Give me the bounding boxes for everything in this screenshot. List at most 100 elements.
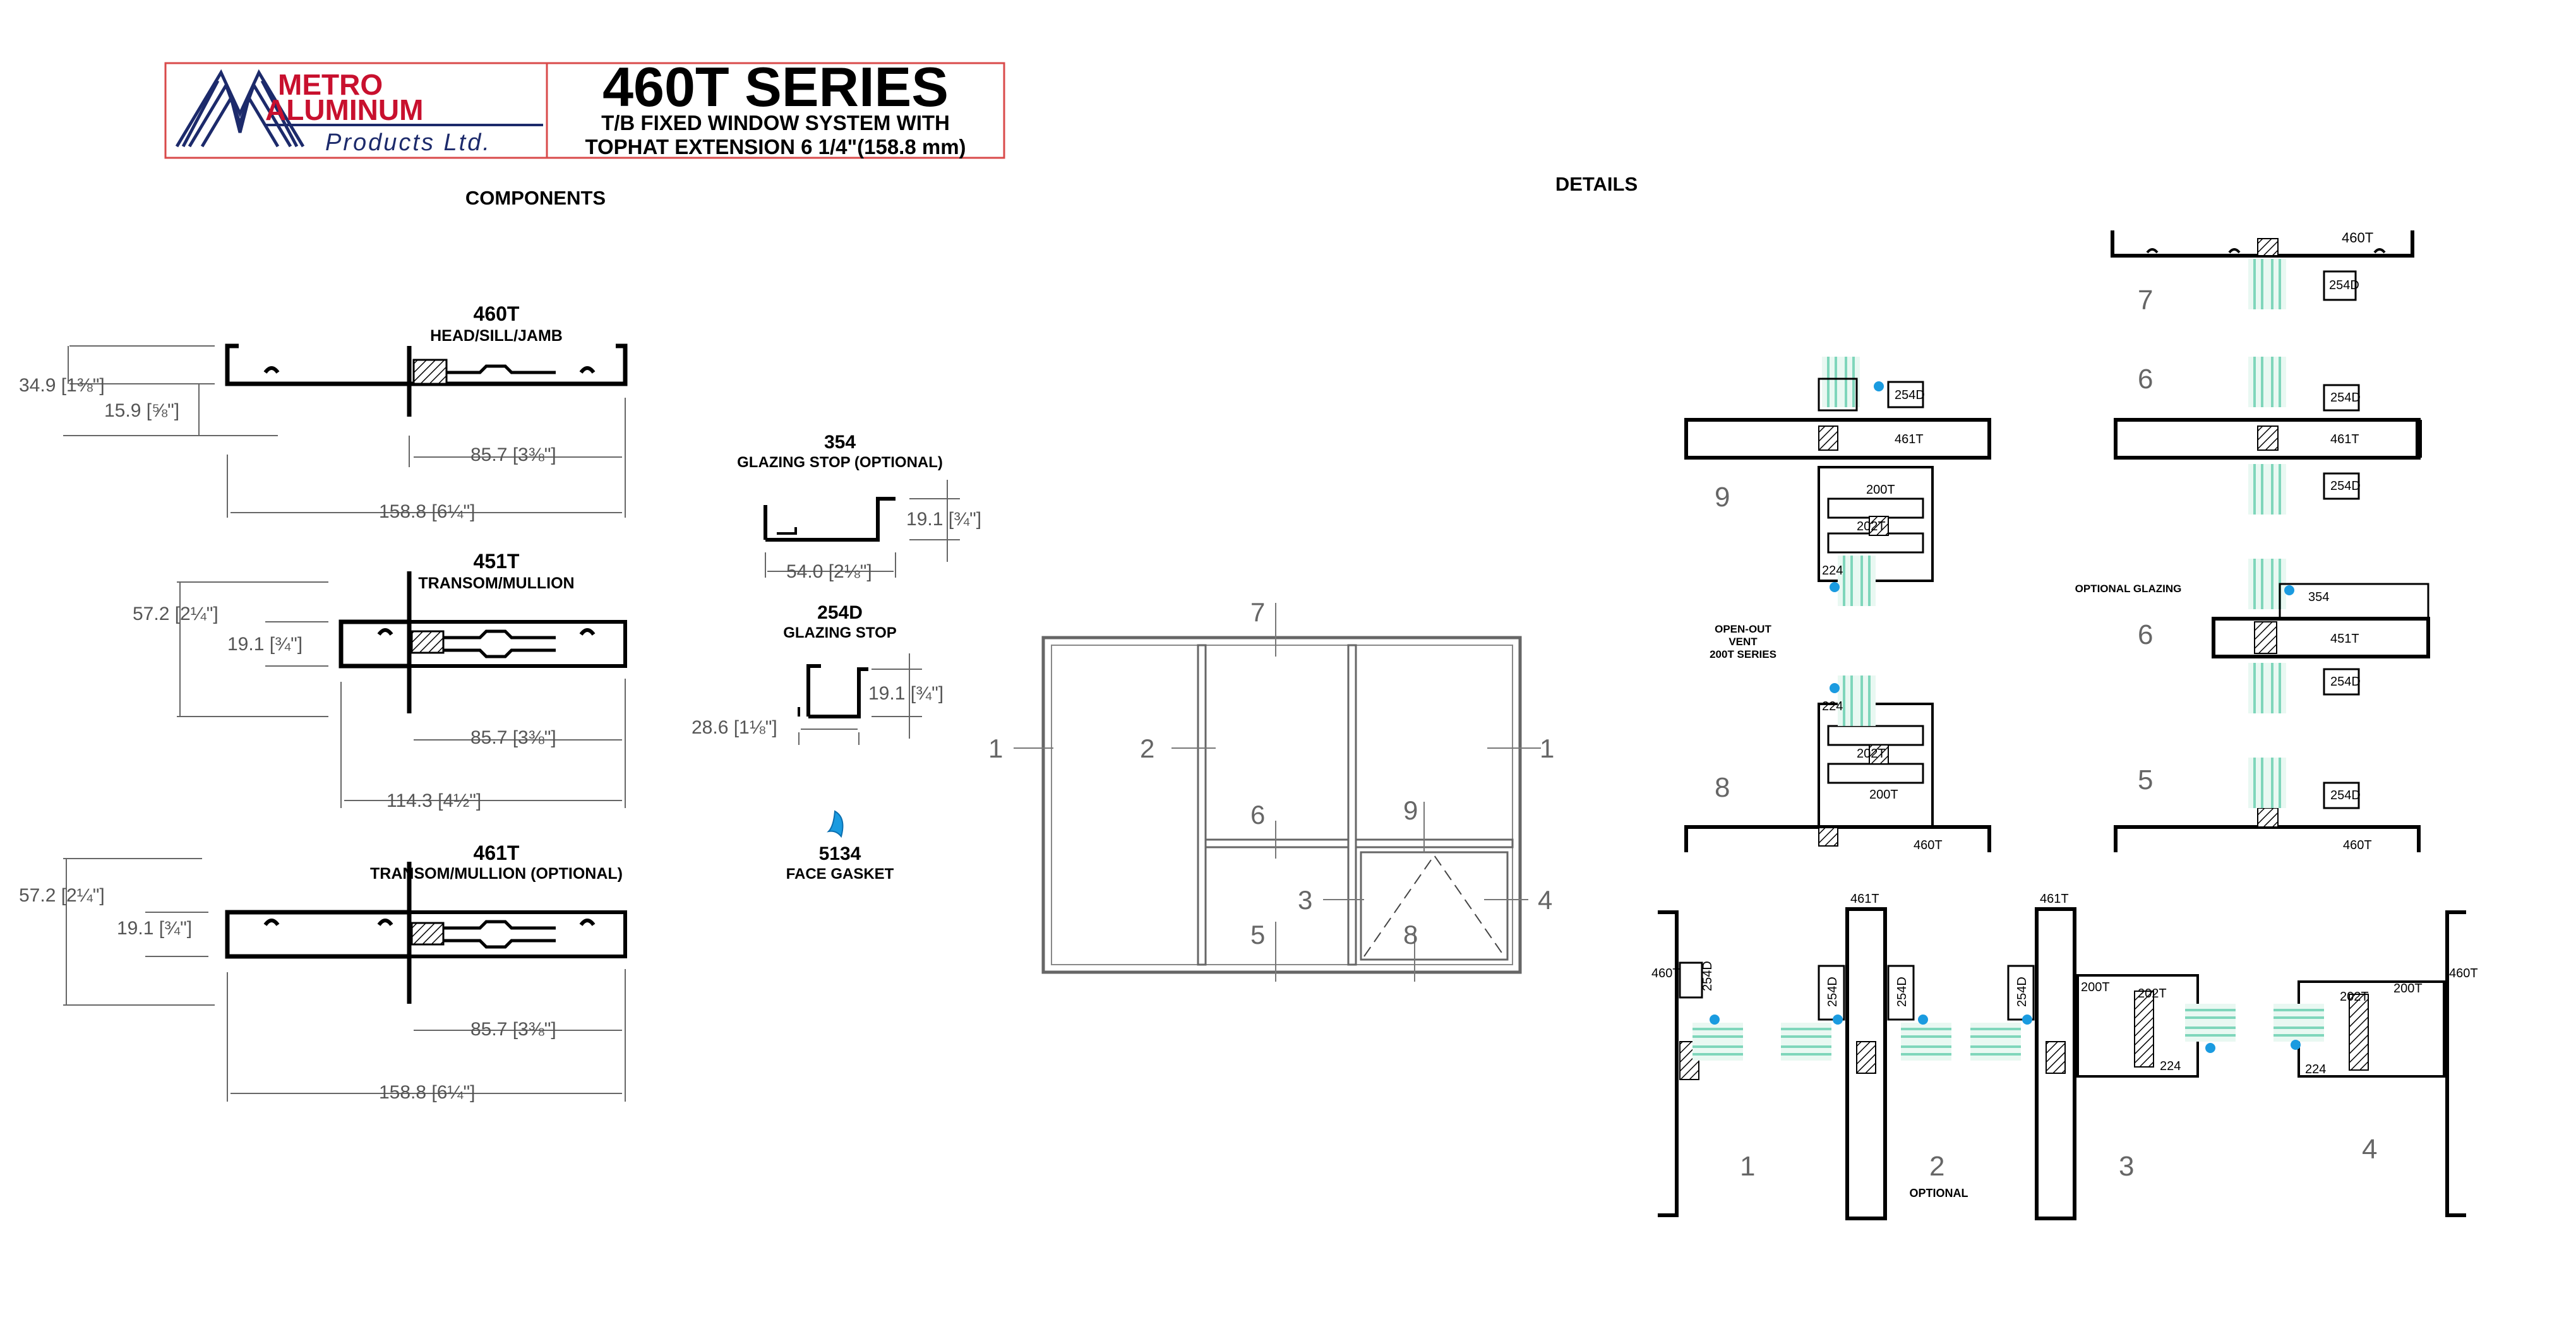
detail-5: 254D 460T 5 <box>2114 756 2421 852</box>
detail-4: 460T 200T 202T 224 4 <box>2272 910 2478 1217</box>
profile-254d: 254D GLAZING STOP 19.1 [¾"] 28.6 [1⅛"] <box>692 602 944 745</box>
detail-2: 461T 254D 254D 2 OPTIONAL <box>1780 892 1968 1220</box>
svg-text:202T: 202T <box>2340 990 2369 1004</box>
svg-text:4: 4 <box>1538 885 1552 915</box>
svg-text:2: 2 <box>1929 1151 1944 1182</box>
svg-text:460T: 460T <box>2342 230 2373 246</box>
profile-451t: 451T TRANSOM/MULLION 57.2 [2¼"] 19.1 [¾"… <box>133 550 627 811</box>
svg-text:200T: 200T <box>2393 982 2423 996</box>
svg-text:254D: 254D <box>1701 961 1715 991</box>
open-out-vent-note: OPEN-OUT VENT 200T SERIES <box>1710 623 1776 660</box>
svg-text:ALUMINUM: ALUMINUM <box>265 93 423 126</box>
detail-6-top: 254D 461T 254D 6 <box>2114 355 2422 516</box>
title-border <box>164 62 1005 159</box>
svg-text:9: 9 <box>1715 482 1730 513</box>
optional-glazing-note: OPTIONAL GLAZING <box>2075 583 2182 595</box>
svg-text:202T: 202T <box>1857 520 1886 533</box>
components-heading: COMPONENTS <box>465 187 606 209</box>
svg-text:54.0 [2⅛"]: 54.0 [2⅛"] <box>786 561 872 582</box>
profile-461t: 461T TRANSOM/MULLION (OPTIONAL) 57.2 [2¼… <box>19 842 627 1103</box>
svg-text:460T: 460T <box>474 302 520 325</box>
svg-text:461T: 461T <box>2330 432 2359 446</box>
svg-text:1: 1 <box>1740 1151 1755 1182</box>
svg-text:3: 3 <box>1298 885 1312 915</box>
subtitle-line-1: T/B FIXED WINDOW SYSTEM WITH <box>601 111 950 134</box>
svg-text:254D: 254D <box>1826 977 1840 1007</box>
svg-text:2: 2 <box>1140 734 1154 763</box>
svg-text:34.9 [1⅜"]: 34.9 [1⅜"] <box>19 375 105 396</box>
svg-text:6: 6 <box>2138 619 2153 650</box>
svg-text:460T: 460T <box>1914 838 1943 852</box>
svg-text:224: 224 <box>1822 564 1843 578</box>
svg-text:OPEN-OUT: OPEN-OUT <box>1715 623 1771 635</box>
metro-logo: METRO ALUMINUM Products Ltd. <box>175 68 543 156</box>
svg-text:Products Ltd.: Products Ltd. <box>325 129 491 156</box>
svg-text:254D: 254D <box>2015 977 2029 1007</box>
svg-text:5: 5 <box>2138 765 2153 795</box>
svg-text:224: 224 <box>2305 1062 2326 1076</box>
svg-text:200T: 200T <box>1869 788 1898 802</box>
svg-text:9: 9 <box>1403 795 1418 825</box>
svg-text:461T: 461T <box>2040 892 2069 906</box>
svg-text:TRANSOM/MULLION: TRANSOM/MULLION <box>418 574 574 592</box>
svg-text:6: 6 <box>1250 800 1265 830</box>
svg-text:GLAZING STOP: GLAZING STOP <box>783 624 897 641</box>
subtitle-line-2: TOPHAT EXTENSION 6 1/4"(158.8 mm) <box>585 135 966 158</box>
svg-text:114.3 [4½"]: 114.3 [4½"] <box>386 790 481 811</box>
svg-text:85.7 [3⅜"]: 85.7 [3⅜"] <box>470 727 556 748</box>
svg-text:224: 224 <box>2160 1059 2181 1073</box>
detail-9: 254D 461T 200T 202T 224 9 <box>1684 355 1991 607</box>
svg-text:4: 4 <box>2362 1134 2377 1165</box>
svg-text:8: 8 <box>1715 772 1730 803</box>
svg-text:158.8 [6¼"]: 158.8 [6¼"] <box>379 501 475 522</box>
svg-text:5: 5 <box>1250 920 1265 949</box>
svg-text:461T: 461T <box>1850 892 1879 906</box>
svg-text:VENT: VENT <box>1728 636 1758 648</box>
svg-text:200T: 200T <box>1866 483 1895 497</box>
svg-text:460T: 460T <box>2343 838 2372 852</box>
svg-text:6: 6 <box>2138 364 2153 395</box>
svg-text:19.1 [¾"]: 19.1 [¾"] <box>117 918 192 939</box>
svg-text:254D: 254D <box>2330 675 2361 689</box>
series-title: 460T SERIES <box>602 56 949 118</box>
profile-5134: 5134 FACE GASKET <box>786 810 894 883</box>
face-gasket-icon <box>827 810 844 838</box>
details-heading: DETAILS <box>1555 173 1638 195</box>
profile-354: 354 GLAZING STOP (OPTIONAL) 19.1 [¾"] 54… <box>737 432 981 582</box>
svg-text:354: 354 <box>2308 590 2329 604</box>
title-block: METRO ALUMINUM Products Ltd. 460T SERIES… <box>164 56 1005 159</box>
svg-text:TRANSOM/MULLION (OPTIONAL): TRANSOM/MULLION (OPTIONAL) <box>370 865 623 883</box>
svg-text:3: 3 <box>2119 1151 2134 1182</box>
detail-3: 461T 254D 200T 202T 224 3 <box>1969 892 2237 1220</box>
svg-text:354: 354 <box>824 432 856 453</box>
svg-text:7: 7 <box>1250 597 1265 627</box>
svg-text:254D: 254D <box>817 602 863 623</box>
svg-text:1: 1 <box>1540 734 1554 763</box>
svg-text:19.1 [¾"]: 19.1 [¾"] <box>227 634 303 655</box>
svg-text:85.7 [3⅜"]: 85.7 [3⅜"] <box>470 1019 556 1040</box>
svg-text:254D: 254D <box>2330 479 2361 493</box>
svg-text:254D: 254D <box>2330 788 2361 802</box>
svg-text:202T: 202T <box>2138 987 2167 1001</box>
detail-6-optional: 354 451T 254D 6 <box>2138 557 2430 715</box>
svg-text:202T: 202T <box>1857 747 1886 761</box>
window-elevation: 7 1 2 1 6 9 3 4 5 8 <box>988 597 1554 982</box>
svg-text:254D: 254D <box>2329 278 2359 292</box>
svg-text:254D: 254D <box>1895 977 1909 1007</box>
svg-text:461T: 461T <box>474 842 520 864</box>
svg-text:GLAZING STOP (OPTIONAL): GLAZING STOP (OPTIONAL) <box>737 454 943 471</box>
svg-text:461T: 461T <box>1895 432 1924 446</box>
profile-460t: 460T HEAD/SILL/JAMB 34.9 [1⅜"] 15.9 [⅝"]… <box>19 302 628 522</box>
svg-text:460T: 460T <box>2449 967 2478 980</box>
svg-text:FACE GASKET: FACE GASKET <box>786 866 894 883</box>
svg-text:57.2 [2¼"]: 57.2 [2¼"] <box>133 604 219 624</box>
svg-text:METRO: METRO <box>278 68 383 101</box>
svg-text:254D: 254D <box>1895 388 1925 402</box>
svg-text:5134: 5134 <box>819 843 861 864</box>
svg-text:460T: 460T <box>1651 967 1680 980</box>
svg-text:28.6 [1⅛"]: 28.6 [1⅛"] <box>692 717 777 738</box>
detail-1: 460T 254D 1 <box>1651 910 1755 1217</box>
svg-text:451T: 451T <box>2330 632 2359 646</box>
detail-8: 224 202T 200T 460T 8 <box>1684 674 1991 852</box>
svg-text:8: 8 <box>1403 920 1418 949</box>
